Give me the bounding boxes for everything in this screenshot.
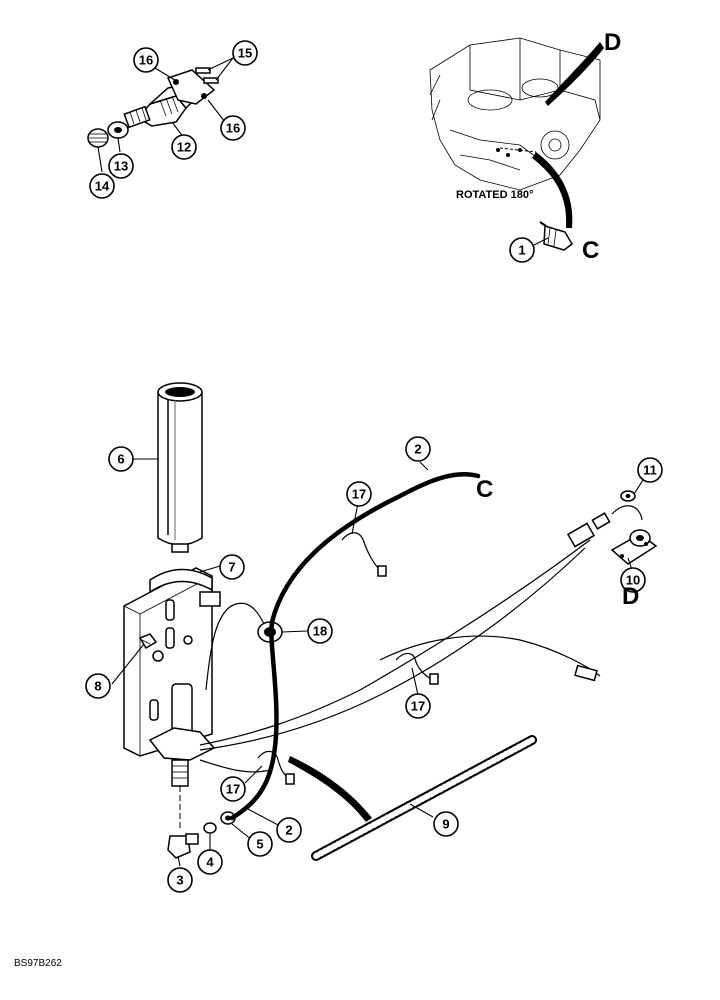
letter-c-wire: C: [476, 476, 493, 503]
callout-14: 14: [89, 173, 115, 199]
mounting-flange: [166, 67, 219, 105]
tie-strap-upper: [341, 532, 387, 577]
callout-17-lower: 17: [220, 776, 246, 802]
svg-text:17: 17: [411, 699, 425, 714]
pressure-switch: [610, 529, 658, 565]
callout-1: 1: [509, 237, 535, 263]
callout-11: 11: [637, 457, 663, 483]
bracket-wire: [205, 602, 265, 691]
callout-15: 15: [232, 40, 258, 66]
svg-text:3: 3: [176, 873, 183, 888]
svg-text:17: 17: [226, 782, 240, 797]
svg-text:11: 11: [643, 463, 657, 478]
harness-wire-2: [199, 547, 586, 751]
svg-text:9: 9: [442, 817, 449, 832]
svg-text:8: 8: [94, 679, 101, 694]
callout-17-upper: 17: [346, 481, 372, 507]
svg-text:2: 2: [285, 823, 292, 838]
svg-text:17: 17: [352, 487, 366, 502]
figure-reference: BS97B262: [14, 958, 62, 969]
svg-text:16: 16: [226, 121, 240, 136]
heavy-line: [229, 471, 481, 821]
engine-view: [429, 37, 604, 228]
callout-12: 12: [171, 134, 197, 160]
fitting: [203, 822, 217, 834]
svg-text:1: 1: [518, 243, 525, 258]
letter-d-top: D: [604, 29, 621, 56]
wire-terminal: [574, 664, 598, 682]
sender-assembly: [87, 67, 219, 148]
tie-strap-lower: [257, 750, 295, 785]
svg-text:5: 5: [256, 837, 263, 852]
harness-wire-4: [199, 759, 271, 773]
elbow-fitting: [167, 833, 199, 859]
switch-lead: [611, 505, 643, 521]
svg-text:12: 12: [177, 140, 191, 155]
svg-text:15: 15: [238, 46, 252, 61]
svg-text:16: 16: [139, 53, 153, 68]
callout-9: 9: [433, 811, 459, 837]
svg-text:18: 18: [313, 624, 327, 639]
harness-wire-1: [199, 539, 591, 746]
callout-2-lower: 2: [276, 817, 302, 843]
svg-text:14: 14: [95, 179, 110, 194]
callout-4: 4: [197, 849, 223, 875]
callout-18: 18: [307, 618, 333, 644]
rotated-note: ROTATED 180°: [456, 189, 533, 201]
conduit-arrow: [288, 756, 372, 822]
wire-connector: [566, 512, 611, 548]
conduit: [311, 735, 537, 861]
callout-13: 13: [108, 153, 134, 179]
callout-7: 7: [219, 554, 245, 580]
svg-text:6: 6: [117, 452, 124, 467]
svg-text:10: 10: [626, 573, 640, 588]
callout-17-middle: 17: [405, 693, 431, 719]
callout-3: 3: [167, 867, 193, 893]
svg-text:13: 13: [114, 159, 128, 174]
svg-text:7: 7: [228, 560, 235, 575]
filter-canister: [157, 382, 203, 553]
callout-5: 5: [247, 831, 273, 857]
letter-c-top: C: [582, 237, 599, 264]
svg-text:4: 4: [206, 855, 214, 870]
harness-wire-3: [379, 635, 601, 677]
callout-8: 8: [85, 673, 111, 699]
callout-10: 10: [620, 567, 646, 593]
svg-text:2: 2: [414, 442, 421, 457]
callout-16-upper: 16: [133, 47, 159, 73]
letter-d-switch: D: [622, 583, 639, 610]
boot: [87, 128, 109, 148]
callout-2-upper: 2: [405, 436, 431, 462]
washer: [620, 490, 636, 502]
tie-strap-middle: [395, 652, 439, 685]
filter-head: [148, 683, 216, 830]
temperature-sender: [539, 221, 573, 251]
callout-6: 6: [108, 446, 134, 472]
leader-lines: [97, 57, 644, 867]
nut: [107, 121, 129, 139]
callout-16-lower: 16: [220, 115, 246, 141]
